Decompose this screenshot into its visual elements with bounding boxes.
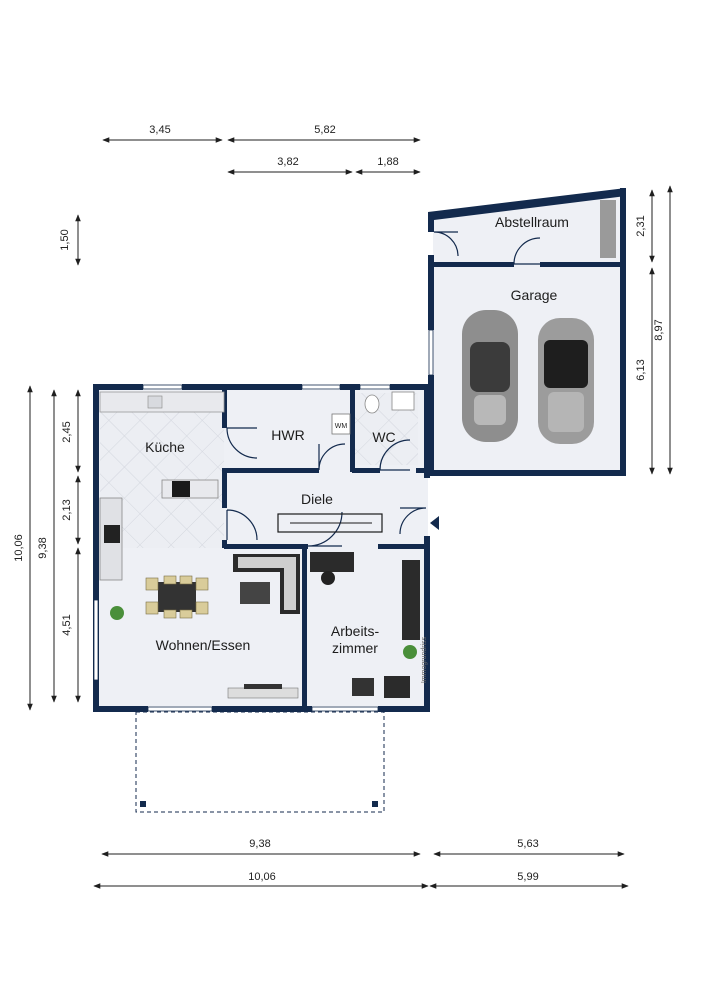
label-wc: WC xyxy=(372,429,395,445)
dimension-lines xyxy=(27,137,673,889)
armchair xyxy=(384,676,410,698)
doors xyxy=(226,231,541,547)
dim-bottom1-right: 5,63 xyxy=(517,838,538,850)
dim-left-451: 4,51 xyxy=(61,614,73,635)
terrace-post-right xyxy=(372,801,378,807)
dim-left-150: 1,50 xyxy=(59,229,71,250)
wardrobe xyxy=(277,513,383,533)
dining-table xyxy=(158,582,196,612)
dim-bottom1-left: 9,38 xyxy=(249,838,270,850)
dim-right-231: 2,31 xyxy=(635,215,647,236)
coffee-table xyxy=(240,582,270,604)
dim-left-245: 2,45 xyxy=(61,421,73,442)
dim-second-right: 1,88 xyxy=(377,156,398,168)
label-hwr: HWR xyxy=(271,427,304,443)
dim-top-right: 5,82 xyxy=(314,124,335,136)
label-abstellraum: Abstellraum xyxy=(495,214,569,230)
shelf xyxy=(402,560,420,640)
entrance-arrow-icon xyxy=(430,516,439,530)
watermark: Immogrundriss xyxy=(421,636,428,683)
dim-bottom2-right: 5,99 xyxy=(517,871,538,883)
sofa xyxy=(233,554,300,614)
furniture xyxy=(99,200,616,699)
car-convertible-icon xyxy=(538,318,594,444)
dim-left-213: 2,13 xyxy=(61,499,73,520)
dim-left-938: 9,38 xyxy=(37,537,49,558)
oven-icon xyxy=(104,525,120,543)
desk xyxy=(310,552,354,572)
label-arbeitszimmer-2: zimmer xyxy=(332,640,378,656)
washer-label: WM xyxy=(335,423,348,430)
label-kueche: Küche xyxy=(145,439,185,455)
dim-bottom2-left: 10,06 xyxy=(248,871,276,883)
car-coupe-icon xyxy=(462,310,518,442)
label-diele: Diele xyxy=(301,491,333,507)
washbasin-icon xyxy=(391,391,415,411)
office-chair xyxy=(321,571,335,585)
dimension-labels: 3,45 5,82 3,82 1,88 1,50 2,31 6,13 8,97 … xyxy=(13,124,665,883)
label-wohnen-essen: Wohnen/Essen xyxy=(156,637,251,653)
dim-left-1006: 10,06 xyxy=(13,534,25,562)
desk-small xyxy=(352,678,374,696)
dim-top-left: 3,45 xyxy=(149,124,170,136)
washer-icon xyxy=(331,413,351,435)
tv-board xyxy=(227,687,299,699)
toilet-icon xyxy=(364,394,380,414)
dim-second-left: 3,82 xyxy=(277,156,298,168)
terrace-outline xyxy=(135,711,385,813)
dining-chairs xyxy=(145,575,209,619)
terrace-post-left xyxy=(140,801,146,807)
sink-icon xyxy=(147,395,163,409)
walls xyxy=(93,188,626,712)
plant-icon xyxy=(110,606,124,620)
dim-right-897: 8,97 xyxy=(653,319,665,340)
storage-shelf xyxy=(600,200,616,258)
windows xyxy=(93,329,434,712)
dim-right-613: 6,13 xyxy=(635,359,647,380)
label-garage: Garage xyxy=(511,287,558,303)
label-arbeitszimmer-1: Arbeits- xyxy=(331,623,380,639)
cooktop-icon xyxy=(172,481,190,497)
plant-icon-2 xyxy=(403,645,417,659)
